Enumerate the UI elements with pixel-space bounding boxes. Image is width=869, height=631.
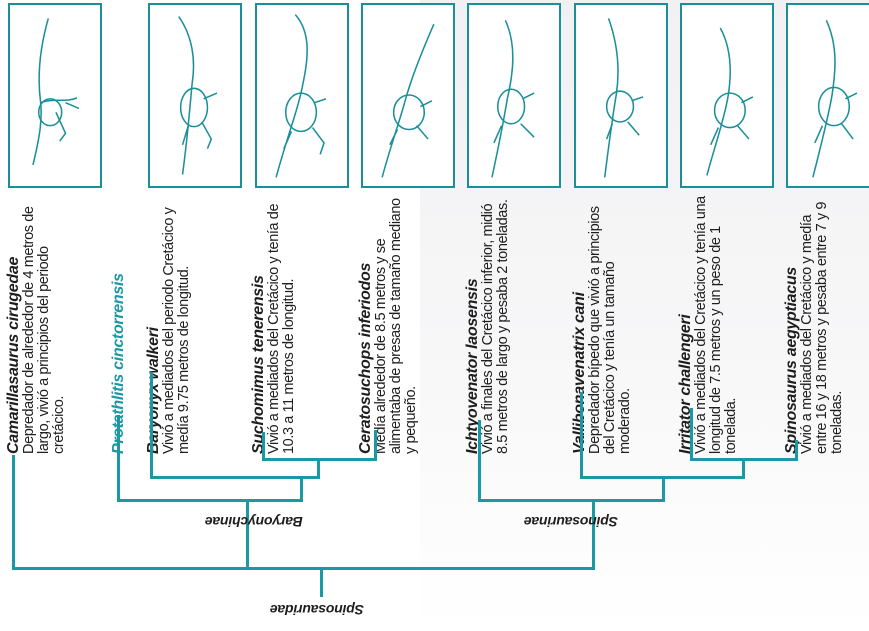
vallibonavenatrix-illustration (574, 3, 668, 188)
stem-spinosauridae (320, 567, 323, 597)
branch-baryonyx (150, 372, 153, 478)
camarillasaurus-illustration (8, 3, 102, 188)
branch-ichthyovenator (478, 420, 481, 500)
species-name: Ceratosuchops inferiodos (357, 262, 374, 454)
stem-suchomimus-ceratosuchops (317, 458, 320, 478)
baryonyx-illustration (148, 3, 242, 188)
species-name: Camarillasaurus cirugedae (5, 256, 22, 454)
branch-irritator (690, 408, 693, 460)
stem-baryonychinae (246, 499, 249, 569)
stem-irritator-spinosaurus (742, 458, 745, 478)
node-spinosauridae (12, 567, 595, 570)
node-baryonyx-group (150, 476, 320, 479)
branch-vallibonavenatrix (580, 392, 583, 478)
spinosaurus-illustration (786, 3, 869, 188)
species-desc: Vivió a finales del Cretácico inferior, … (480, 199, 511, 454)
clade-label-spinosaurinae: Spinosaurinae (524, 514, 618, 530)
species-desc: Depredador de alrededor de 4 metros de l… (21, 206, 67, 454)
clade-label-baryonychinae: Baryonychinae (205, 514, 303, 530)
species-desc: Vivió a mediados del periodo Cretácico y… (161, 207, 192, 455)
irritator-illustration (680, 3, 774, 188)
node-spinosaurinae (478, 499, 665, 502)
species-name: Suchomimus tenerensis (250, 275, 267, 454)
species-desc: Medía alrededor de 8.5 metros y se alime… (373, 198, 419, 454)
species-desc: Depredador bípedo que vivió a principios… (587, 206, 633, 454)
suchomimus-illustration (255, 3, 349, 188)
branch-protathlitis (117, 415, 120, 501)
node-baryonychinae (117, 499, 303, 502)
species-name: Ichtyovenator laosensis (464, 278, 481, 454)
clade-label-spinosauridae: Spinosauridae (270, 602, 364, 618)
species-name: Baryonyx walkeri (145, 327, 162, 454)
species-text-spinosaurus: Spinosaurus aegyptiacus Vivió a mediados… (783, 196, 869, 454)
species-desc: Vivió a mediados del Cretácico y tenía d… (266, 203, 297, 454)
species-desc: Vivió a mediados del Cretácico y medía e… (799, 201, 845, 454)
branch-ceratosuchops (374, 430, 377, 460)
ichthyovenator-illustration (467, 3, 561, 188)
ceratosuchops-illustration (361, 3, 455, 188)
species-name: Spinosaurus aegyptiacus (783, 267, 800, 454)
branch-camarillasaurus (12, 455, 15, 569)
branch-spinosaurus (795, 440, 798, 460)
stem-spinosaurinae (592, 499, 595, 569)
stem-vallibonavenatrix-group (662, 476, 665, 501)
species-desc: Vivió a mediados del Cretácico y tenía u… (693, 196, 739, 454)
stem-baryonyx-group (300, 476, 303, 501)
branch-suchomimus (262, 432, 265, 460)
